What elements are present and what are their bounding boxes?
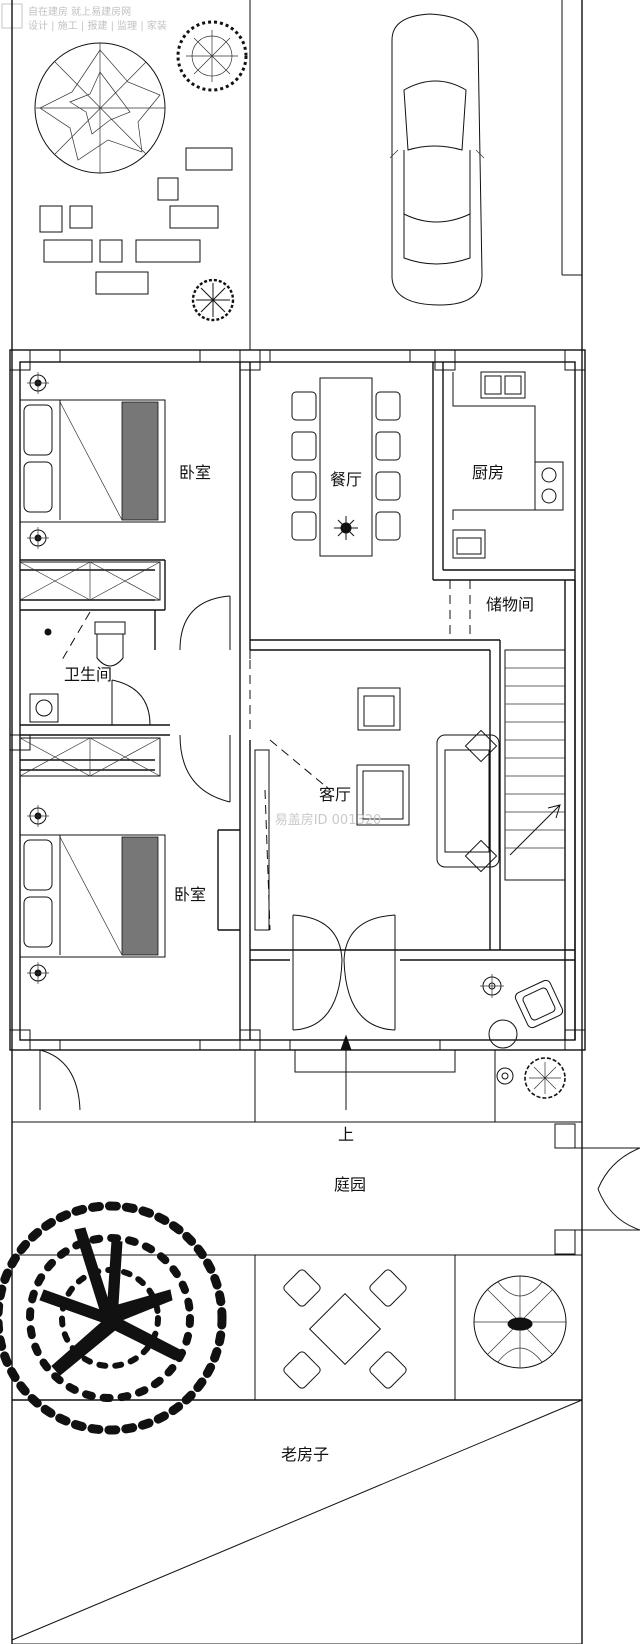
- garden: 庭园: [0, 1121, 640, 1435]
- coffee-table-icon: [356, 764, 410, 826]
- kitchen: 厨房: [452, 371, 564, 559]
- stair-mark-up: 上: [338, 1125, 354, 1144]
- large-tree-icon: [34, 42, 166, 174]
- floor-drain-icon: [44, 628, 52, 636]
- bedroom-bottom: 卧室: [19, 737, 206, 984]
- old-house: 老房子: [11, 1399, 583, 1641]
- room-label-dining: 餐厅: [330, 470, 362, 489]
- nightstand-lamp-icon: [27, 372, 49, 394]
- round-tree-icon: [473, 1275, 567, 1369]
- car-icon: [389, 13, 485, 306]
- porch: 上: [39, 1034, 566, 1144]
- dining-room: 餐厅: [291, 377, 401, 557]
- hallway-doors: [179, 595, 231, 803]
- flower-centerpiece-icon: [334, 516, 358, 540]
- potted-plant-icon: [496, 1067, 514, 1085]
- living-room: 客厅 易盖房ID 001320: [254, 687, 500, 931]
- side-door-icon: [39, 1049, 81, 1111]
- big-garden-tree-icon: [0, 1201, 227, 1435]
- watermark-logo-line2: 设计 | 施工 | 报建 | 监理 | 家装: [28, 19, 167, 32]
- room-label-kitchen: 厨房: [472, 463, 504, 482]
- bed-icon: [19, 834, 166, 958]
- watermark-id: 易盖房ID 001320: [275, 812, 382, 828]
- armchair-icon: [357, 687, 401, 731]
- shrub-icon: [191, 278, 235, 322]
- room-label-old-house: 老房子: [281, 1445, 329, 1464]
- nightstand-lamp-icon: [27, 805, 49, 827]
- room-label-bathroom: 卫生间: [64, 665, 112, 684]
- side-table-icon: [488, 1019, 518, 1049]
- bed-icon: [19, 399, 166, 523]
- sofa-icon: [436, 729, 500, 873]
- tv-cabinet-icon: [254, 749, 270, 931]
- bedroom-top: 卧室: [19, 372, 211, 601]
- stove-icon: [452, 529, 486, 559]
- nightstand-lamp-icon: [27, 527, 49, 549]
- room-label-bedroom-top: 卧室: [179, 463, 211, 482]
- wardrobe-icon: [19, 561, 161, 601]
- shrub-icon: [524, 1057, 566, 1099]
- dining-table-icon: [291, 377, 401, 557]
- watermark-logo-line1: 自在建房 就上易建房网: [28, 5, 131, 18]
- basin-icon: [29, 693, 59, 723]
- room-label-bedroom-bottom: 卧室: [174, 885, 206, 904]
- toilet-icon: [94, 621, 126, 667]
- stepping-stones: [39, 147, 233, 295]
- kitchen-counter-icon: [452, 372, 564, 520]
- room-label-living: 客厅: [319, 785, 351, 804]
- bathroom: 卫生间: [29, 611, 151, 726]
- entrance-double-door: [292, 914, 396, 1031]
- wardrobe-icon: [19, 737, 161, 777]
- bathroom-door-swing: [111, 679, 151, 726]
- sink-icon: [480, 371, 526, 399]
- armchair-icon: [514, 979, 564, 1029]
- front-yard: [34, 20, 248, 322]
- staircase-icon: [504, 649, 566, 881]
- nightstand-lamp-icon: [27, 962, 49, 984]
- lamp-icon: [480, 974, 504, 998]
- house-walls: [9, 349, 586, 1051]
- room-label-storage: 储物间: [486, 595, 534, 614]
- patio-table-set-icon: [283, 1269, 407, 1389]
- room-label-garden: 庭园: [334, 1175, 366, 1194]
- watermark-logo: 自在建房 就上易建房网 设计 | 施工 | 报建 | 监理 | 家装: [1, 3, 167, 32]
- garden-gate-icon: [554, 1123, 640, 1255]
- small-tree-icon: [176, 20, 248, 92]
- side-lounge: [480, 974, 564, 1049]
